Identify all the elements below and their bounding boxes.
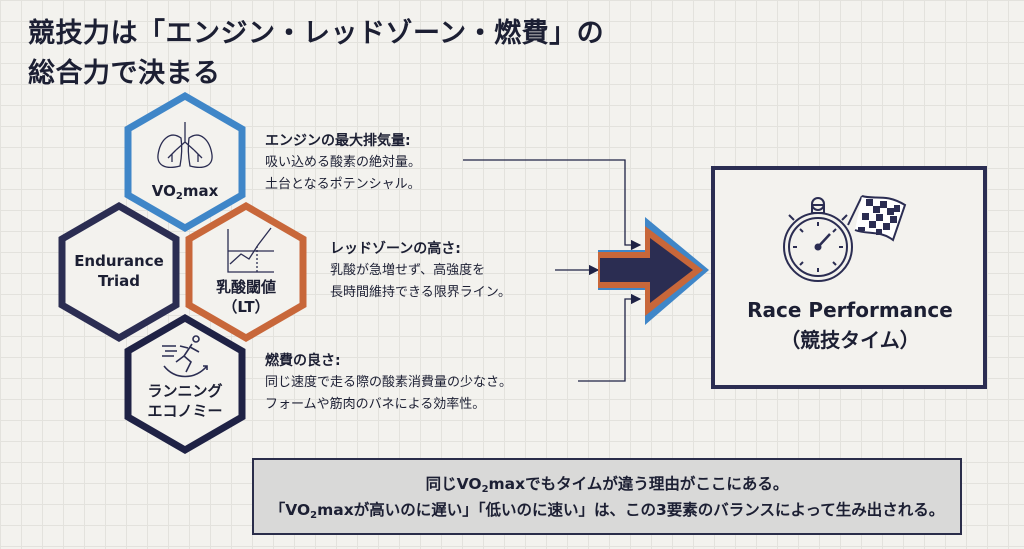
redzone-line-1: 乳酸が急増せず、高強度を <box>330 263 486 278</box>
economy-label: ランニング エコノミー <box>125 381 245 421</box>
hexagon-triad <box>58 201 180 343</box>
combine-arrow <box>598 217 709 325</box>
redzone-description: レッドゾーンの高さ: 乳酸が急増せず、高強度を 長時間維持できる限界ライン。 <box>330 238 511 304</box>
lt-label: 乳酸閾値 （LT） <box>186 277 306 317</box>
redzone-heading: レッドゾーンの高さ: <box>330 241 461 257</box>
lactate-graph-icon <box>227 227 274 273</box>
fuel-line-1: 同じ速度で走る際の酸素消費量の少なさ。 <box>265 375 513 390</box>
engine-line-1: 吸い込める酸素の絶対量。 <box>265 155 422 170</box>
economy-line-1: ランニング <box>147 382 223 400</box>
vo2max-label: VO2max <box>151 182 219 202</box>
economy-line-2: エコノミー <box>147 402 223 420</box>
title-line-2: 総合力で決まる <box>28 58 221 89</box>
hexagon-vo2max <box>124 91 246 233</box>
runner-icon <box>162 335 208 378</box>
triad-line-2: Triad <box>98 272 140 290</box>
summary-box: 同じVO2maxでもタイムが違う理由がここにある。 「VO2maxが高いのに遅い… <box>252 458 962 535</box>
lt-line-2: （LT） <box>222 298 270 316</box>
triad-label: Endurance Triad <box>59 251 179 291</box>
fuel-heading: 燃費の良さ: <box>265 353 341 369</box>
fuel-description: 燃費の良さ: 同じ速度で走る際の酸素消費量の少なさ。 フォームや筋肉のバネによる… <box>265 350 512 416</box>
summary-line-2: 「VO2maxが高いのに遅い」「低いのに速い」は、この3要素のバランスによって生… <box>269 501 945 521</box>
result-box <box>711 166 987 389</box>
engine-heading: エンジンの最大排気量: <box>265 133 411 149</box>
engine-description: エンジンの最大排気量: 吸い込める酸素の絶対量。 土台となるポテンシャル。 <box>265 130 421 196</box>
fuel-line-2: フォームや筋肉のバネによる効率性。 <box>265 397 486 412</box>
checker-pattern <box>858 199 900 235</box>
lt-line-1: 乳酸閾値 <box>215 278 276 296</box>
result-subtitle: （競技タイム） <box>780 328 920 352</box>
summary-line-1: 同じVO2maxでもタイムが違う理由がここにある。 <box>425 475 789 495</box>
result-title: Race Performance <box>747 298 953 322</box>
triad-line-1: Endurance <box>74 252 164 270</box>
connector-lines <box>463 159 642 382</box>
title-line-1: 競技力は「エンジン・レッドゾーン・燃費」の <box>28 18 605 49</box>
lungs-icon <box>157 122 213 169</box>
redzone-line-2: 長時間維持できる限界ライン。 <box>330 285 511 300</box>
engine-line-2: 土台となるポテンシャル。 <box>265 177 421 192</box>
page-title: 競技力は「エンジン・レッドゾーン・燃費」の 総合力で決まる <box>28 14 604 94</box>
hexagon-economy <box>124 313 246 455</box>
